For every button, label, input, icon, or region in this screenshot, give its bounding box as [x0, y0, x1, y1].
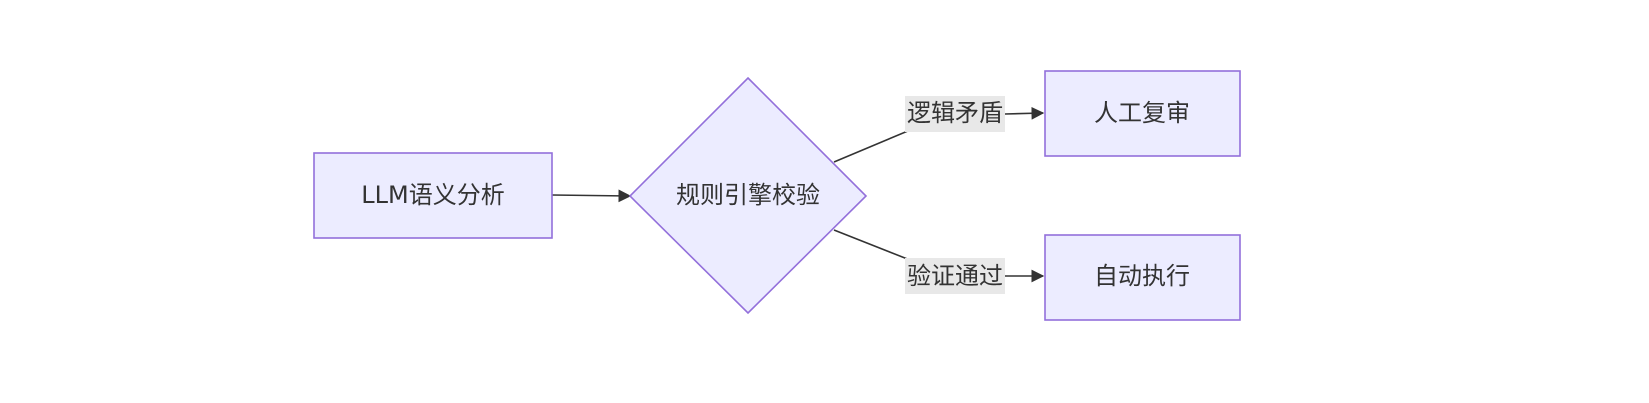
node-rule-engine-label: 规则引擎校验 [676, 181, 820, 209]
node-llm-analysis: LLM语义分析 [313, 152, 553, 239]
edge-label-logic-contradiction-text: 逻辑矛盾 [907, 99, 1003, 127]
node-auto-execute-label: 自动执行 [1094, 262, 1190, 290]
node-rule-engine: 规则引擎校验 [628, 76, 868, 315]
edge-llm-to-rule [551, 189, 632, 203]
edge-label-verification-passed-text: 验证通过 [907, 262, 1003, 290]
edge-label-logic-contradiction: 逻辑矛盾 [905, 96, 1005, 132]
node-auto-execute: 自动执行 [1044, 234, 1241, 321]
node-manual-review: 人工复审 [1044, 70, 1241, 157]
node-llm-analysis-label: LLM语义分析 [361, 181, 504, 209]
edge-label-verification-passed: 验证通过 [905, 258, 1005, 294]
node-manual-review-label: 人工复审 [1094, 99, 1190, 127]
